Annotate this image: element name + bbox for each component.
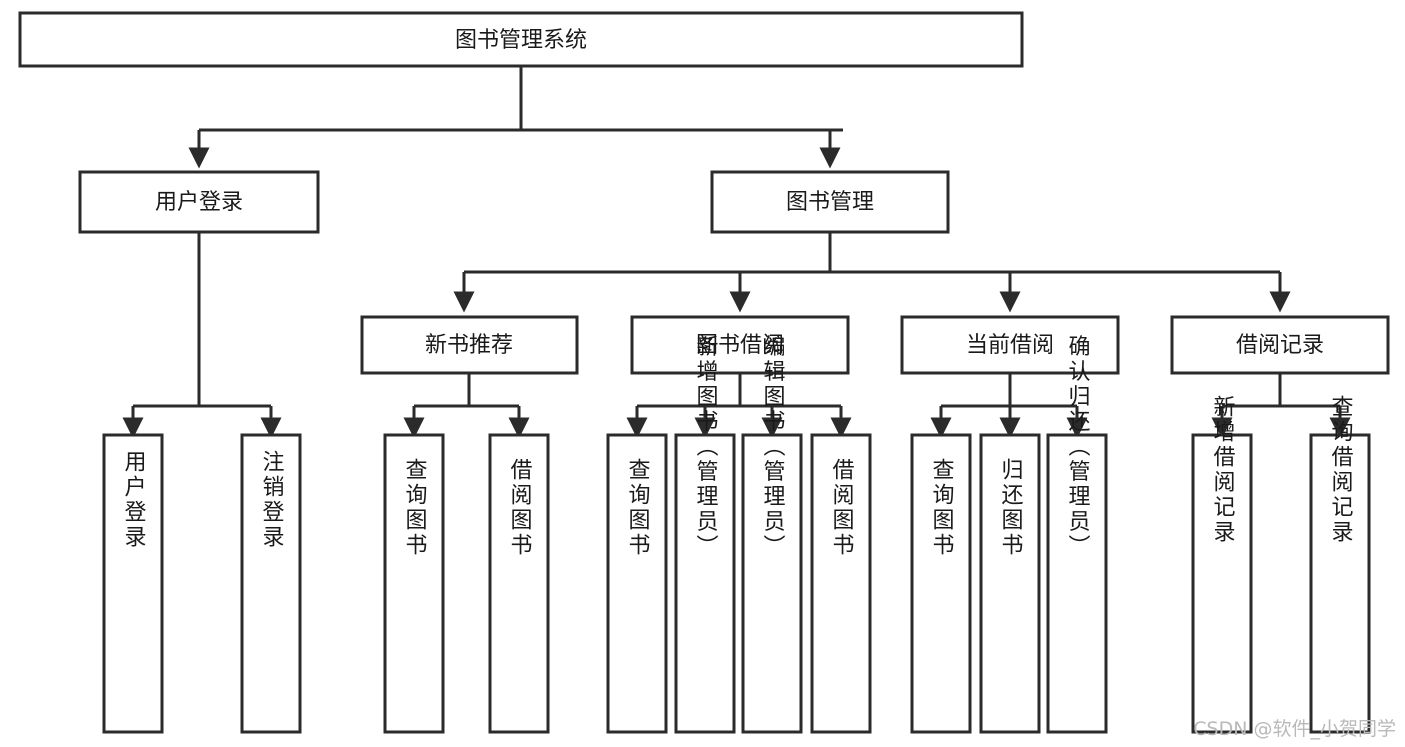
leaf-current-borrow-query-box[interactable] (910, 433, 972, 734)
leaf-borrow-record-add-box[interactable] (1191, 433, 1253, 734)
leaf-book-borrow-borrow[interactable]: 借阅图书 (810, 433, 872, 734)
node-user-login-box[interactable] (78, 170, 320, 234)
leaf-new-book-query-label: 查询图书 (402, 458, 428, 558)
leaf-borrow-record-add[interactable]: 新增借阅记录 (1191, 395, 1253, 734)
leaf-user-login-logout-label: 注销登录 (259, 450, 285, 550)
leaf-book-borrow-edit-box[interactable] (741, 433, 803, 734)
leaf-user-login-logout-box[interactable] (240, 433, 302, 734)
node-book-borrow[interactable]: 图书借阅 (630, 315, 850, 375)
node-root-label: 图书管理系统 (455, 28, 587, 53)
leaf-book-borrow-query-box[interactable] (606, 433, 668, 734)
leaf-current-borrow-return-box[interactable] (979, 433, 1041, 734)
leaf-current-borrow-confirm-label: 确认归还（管理员） (1065, 335, 1091, 560)
leaf-book-borrow-add-label: 新增图书（管理员） (693, 335, 719, 560)
node-borrow-record-box[interactable] (1170, 315, 1390, 375)
node-root[interactable]: 图书管理系统 (18, 11, 1024, 68)
leaf-new-book-borrow-label: 借阅图书 (507, 458, 533, 558)
leaf-book-borrow-edit-label: 编辑图书（管理员） (760, 335, 786, 560)
node-book-management[interactable]: 图书管理 (710, 170, 950, 234)
connector-borrow-record-to-leaves (1211, 373, 1351, 439)
node-current-borrow-box[interactable] (900, 315, 1120, 375)
node-root-box[interactable] (18, 11, 1024, 68)
node-user-login[interactable]: 用户登录 (78, 170, 320, 234)
connector-new-book-to-leaves (403, 373, 530, 439)
leaf-borrow-record-query[interactable]: 查询借阅记录 (1309, 395, 1371, 734)
csdn-watermark: CSDN @软件_小贺同学 (1193, 718, 1396, 740)
leaf-user-login-login[interactable]: 用户登录 (102, 433, 164, 734)
connector-current-borrow-to-leaves (930, 373, 1088, 439)
leaf-new-book-borrow[interactable]: 借阅图书 (488, 433, 550, 734)
leaf-borrow-record-query-box[interactable] (1309, 433, 1371, 734)
connector-root-to-level2 (188, 66, 843, 169)
leaf-book-borrow-add-box[interactable] (674, 433, 736, 734)
leaf-book-borrow-add[interactable]: 新增图书（管理员） (674, 335, 736, 734)
leaf-new-book-query-box[interactable] (383, 433, 445, 734)
connector-book-borrow-to-leaves (626, 373, 852, 439)
leaf-user-login-logout[interactable]: 注销登录 (240, 433, 302, 734)
connector-user-login-to-leaves (122, 232, 282, 439)
connector-book-mgmt-to-level3 (453, 232, 1291, 313)
leaf-current-borrow-return-label: 归还图书 (998, 458, 1024, 558)
node-borrow-record-label: 借阅记录 (1236, 333, 1324, 358)
leaf-current-borrow-confirm[interactable]: 确认归还（管理员） (1046, 335, 1108, 734)
leaf-user-login-login-box[interactable] (102, 433, 164, 734)
node-current-borrow-label: 当前借阅 (966, 333, 1054, 358)
node-book-management-box[interactable] (710, 170, 950, 234)
node-book-borrow-label: 图书借阅 (696, 333, 784, 358)
leaf-new-book-query[interactable]: 查询图书 (383, 433, 445, 734)
leaf-borrow-record-query-label: 查询借阅记录 (1328, 395, 1354, 545)
node-user-login-label: 用户登录 (155, 190, 243, 215)
leaf-current-borrow-return[interactable]: 归还图书 (979, 433, 1041, 734)
leaf-new-book-borrow-box[interactable] (488, 433, 550, 734)
leaf-book-borrow-query-label: 查询图书 (625, 458, 651, 558)
node-current-borrow[interactable]: 当前借阅 (900, 315, 1120, 375)
leaf-book-borrow-query[interactable]: 查询图书 (606, 433, 668, 734)
node-book-borrow-box[interactable] (630, 315, 850, 375)
node-borrow-record[interactable]: 借阅记录 (1170, 315, 1390, 375)
leaf-book-borrow-edit[interactable]: 编辑图书（管理员） (741, 335, 803, 734)
leaf-book-borrow-borrow-label: 借阅图书 (829, 458, 855, 558)
leaf-book-borrow-borrow-box[interactable] (810, 433, 872, 734)
node-new-book-recommend-box[interactable] (360, 315, 579, 375)
leaf-current-borrow-query-label: 查询图书 (929, 458, 955, 558)
node-new-book-recommend-label: 新书推荐 (425, 333, 513, 358)
leaf-borrow-record-add-label: 新增借阅记录 (1210, 395, 1236, 545)
leaf-user-login-login-label: 用户登录 (121, 450, 147, 550)
node-book-management-label: 图书管理 (786, 190, 874, 215)
leaf-current-borrow-confirm-box[interactable] (1046, 433, 1108, 734)
node-new-book-recommend[interactable]: 新书推荐 (360, 315, 579, 375)
leaf-current-borrow-query[interactable]: 查询图书 (910, 433, 972, 734)
